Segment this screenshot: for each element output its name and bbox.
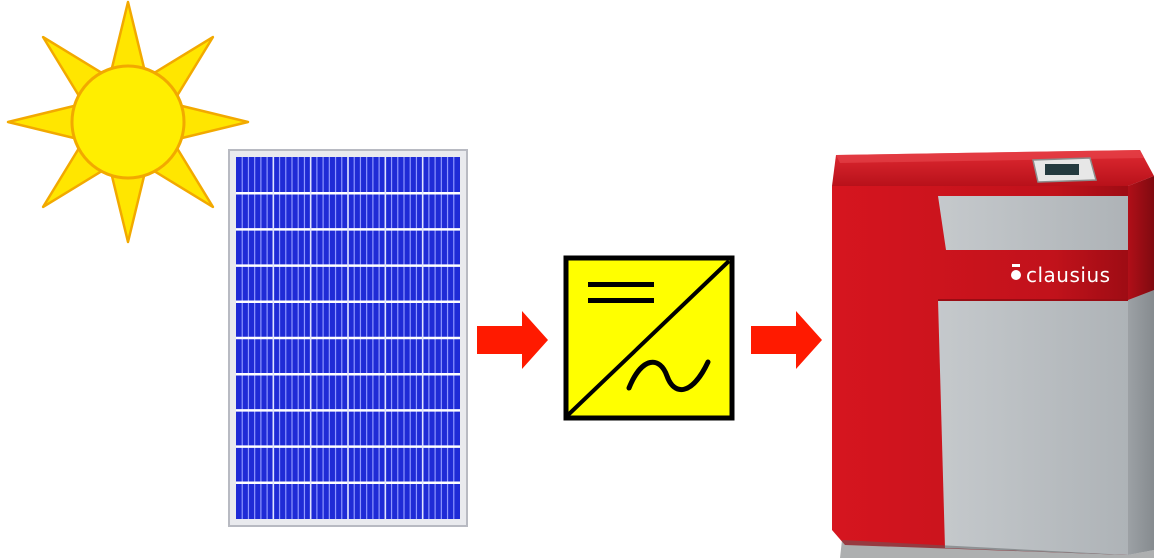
heat-pump-unit-icon: clausius — [832, 150, 1154, 558]
brand-name: clausius — [1026, 263, 1111, 287]
solar-panel-icon — [228, 149, 468, 527]
dc-ac-inverter-icon — [563, 255, 735, 421]
brand-logo: clausius — [1011, 263, 1111, 287]
flow-arrow-panel-to-inverter — [477, 311, 548, 369]
dc-symbol — [588, 282, 654, 287]
ac-sine-symbol — [626, 359, 711, 393]
flow-arrow-inverter-to-heat-pump — [751, 311, 822, 369]
control-display — [1032, 157, 1097, 183]
sun-icon — [6, 0, 250, 244]
